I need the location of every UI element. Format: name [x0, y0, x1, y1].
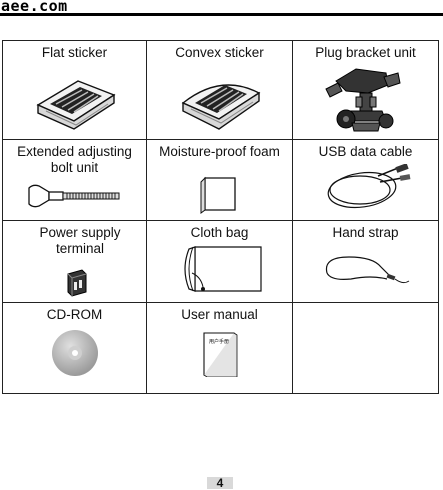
item-label: Hand strap: [332, 225, 399, 240]
empty-cell: [292, 302, 439, 394]
power-adapter-icon: [3, 268, 146, 298]
item-label: USB data cable: [318, 144, 413, 159]
adjusting-bolt-icon: [3, 182, 146, 210]
hand-strap-icon: [293, 251, 438, 287]
user-manual-icon: 用户手册: [147, 331, 292, 377]
item-label: Extended adjusting bolt unit: [17, 144, 132, 175]
item-cell: Power supply terminal: [2, 220, 147, 303]
usb-cable-icon: [293, 164, 438, 212]
table-row: Flat sticker Convex sticker: [2, 40, 439, 140]
convex-sticker-icon: [147, 71, 292, 133]
brand-logo: aee.com: [1, 0, 68, 15]
item-label: Cloth bag: [190, 225, 249, 240]
plug-bracket-icon: [293, 63, 438, 137]
item-cell: Plug bracket unit: [292, 40, 439, 140]
manual-cover-text: 用户手册: [208, 338, 228, 345]
item-cell: CD-ROM: [2, 302, 147, 394]
item-label: Power supply terminal: [39, 225, 121, 256]
table-row: Power supply terminal Cloth bag: [2, 220, 439, 303]
item-label: Moisture-proof foam: [159, 144, 280, 159]
item-cell: Cloth bag: [146, 220, 293, 303]
item-label: Plug bracket unit: [315, 45, 416, 60]
cd-rom-icon: [3, 329, 146, 377]
accessory-table: Flat sticker Convex sticker: [2, 40, 439, 394]
table-row: Extended adjusting bolt unit Moisture-pr…: [2, 139, 439, 221]
table-row: CD-ROM User manual: [2, 302, 439, 394]
cloth-bag-icon: [147, 243, 292, 297]
item-label: Flat sticker: [41, 45, 108, 60]
item-label: Convex sticker: [175, 45, 264, 60]
item-cell: Hand strap: [292, 220, 439, 303]
item-cell: Convex sticker: [146, 40, 293, 140]
page-number: 4: [207, 477, 233, 490]
header-rule: [0, 13, 443, 16]
item-label: User manual: [181, 307, 258, 322]
item-cell: Moisture-proof foam: [146, 139, 293, 221]
flat-sticker-icon: [3, 71, 146, 133]
item-cell: User manual 用户手册: [146, 302, 293, 394]
item-cell: Extended adjusting bolt unit: [2, 139, 147, 221]
item-label: CD-ROM: [46, 307, 103, 322]
item-cell: Flat sticker: [2, 40, 147, 140]
item-cell: USB data cable: [292, 139, 439, 221]
moisture-foam-icon: [147, 176, 292, 214]
